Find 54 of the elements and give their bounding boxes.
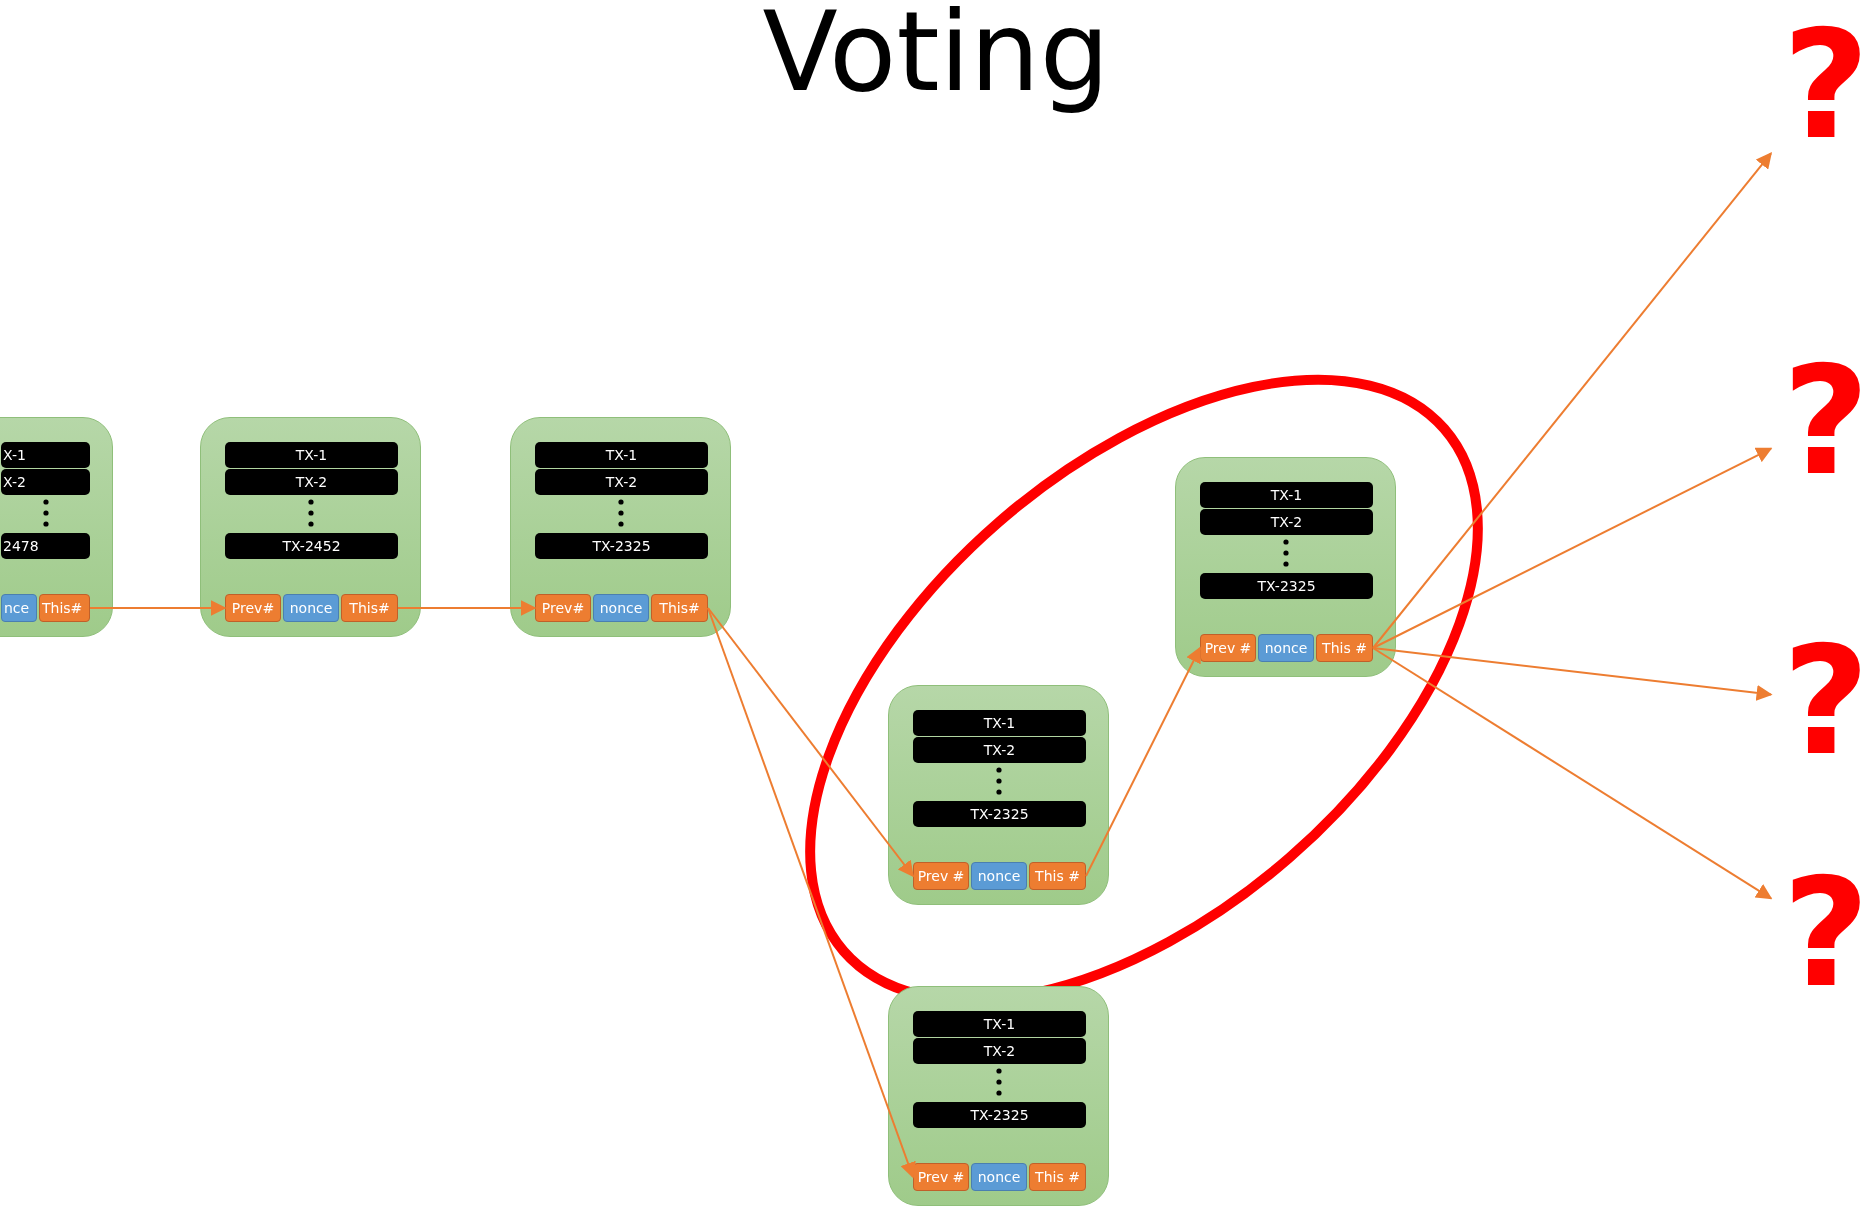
- transaction-row: TX-2: [913, 1038, 1086, 1064]
- transaction-row: TX-2: [913, 737, 1086, 763]
- transaction-row: TX-2: [1200, 509, 1373, 535]
- arrow: [707, 607, 914, 878]
- arrow: [397, 600, 537, 616]
- hash-field: Prev#: [535, 594, 591, 622]
- question-mark: ?: [1786, 858, 1866, 1008]
- transaction-row: TX-2325: [913, 1102, 1086, 1128]
- question-mark: ?: [1786, 346, 1866, 496]
- transaction-row: TX-2: [225, 469, 398, 495]
- hash-field: This #: [1316, 634, 1373, 662]
- arrow: [1085, 646, 1201, 877]
- hash-field: Prev#: [225, 594, 281, 622]
- transaction-row: 2478: [1, 533, 90, 559]
- arrow: [1372, 647, 1773, 701]
- hash-field: Prev #: [1200, 634, 1256, 662]
- transaction-row: TX-1: [1200, 482, 1373, 508]
- transaction-row: TX-1: [535, 442, 708, 468]
- nonce-field: nonce: [283, 594, 339, 622]
- transaction-row: TX-1: [913, 1011, 1086, 1037]
- question-mark: ?: [1786, 626, 1866, 776]
- title: Voting: [762, 0, 1110, 113]
- hash-field: This#: [39, 594, 90, 622]
- transaction-row: TX-2325: [1200, 573, 1373, 599]
- transaction-row: TX-2: [535, 469, 708, 495]
- nonce-field: nce: [1, 594, 37, 622]
- arrow: [1372, 647, 1773, 900]
- hash-field: Prev #: [913, 862, 969, 890]
- block-card: [1175, 457, 1396, 677]
- transaction-row: TX-1: [225, 442, 398, 468]
- hash-field: This #: [1029, 862, 1086, 890]
- nonce-field: nonce: [593, 594, 649, 622]
- nonce-field: nonce: [971, 1163, 1027, 1191]
- hash-field: This #: [1029, 1163, 1086, 1191]
- transaction-row: TX-1: [913, 710, 1086, 736]
- block-card: [200, 417, 421, 637]
- block-card: [888, 685, 1109, 905]
- arrow: [707, 607, 916, 1179]
- transaction-row: TX-2452: [225, 533, 398, 559]
- hash-field: This#: [341, 594, 398, 622]
- arrow: [1372, 152, 1772, 649]
- transaction-row: TX-2325: [913, 801, 1086, 827]
- question-mark: ?: [1786, 10, 1866, 160]
- nonce-field: nonce: [971, 862, 1027, 890]
- transaction-row: TX-2325: [535, 533, 708, 559]
- arrow: [1372, 447, 1773, 649]
- transaction-row: X-2: [1, 469, 90, 495]
- arrow: [89, 600, 227, 616]
- block-card: [888, 986, 1109, 1206]
- block-card: [510, 417, 731, 637]
- transaction-row: X-1: [1, 442, 90, 468]
- hash-field: This#: [651, 594, 708, 622]
- nonce-field: nonce: [1258, 634, 1314, 662]
- hash-field: Prev #: [913, 1163, 969, 1191]
